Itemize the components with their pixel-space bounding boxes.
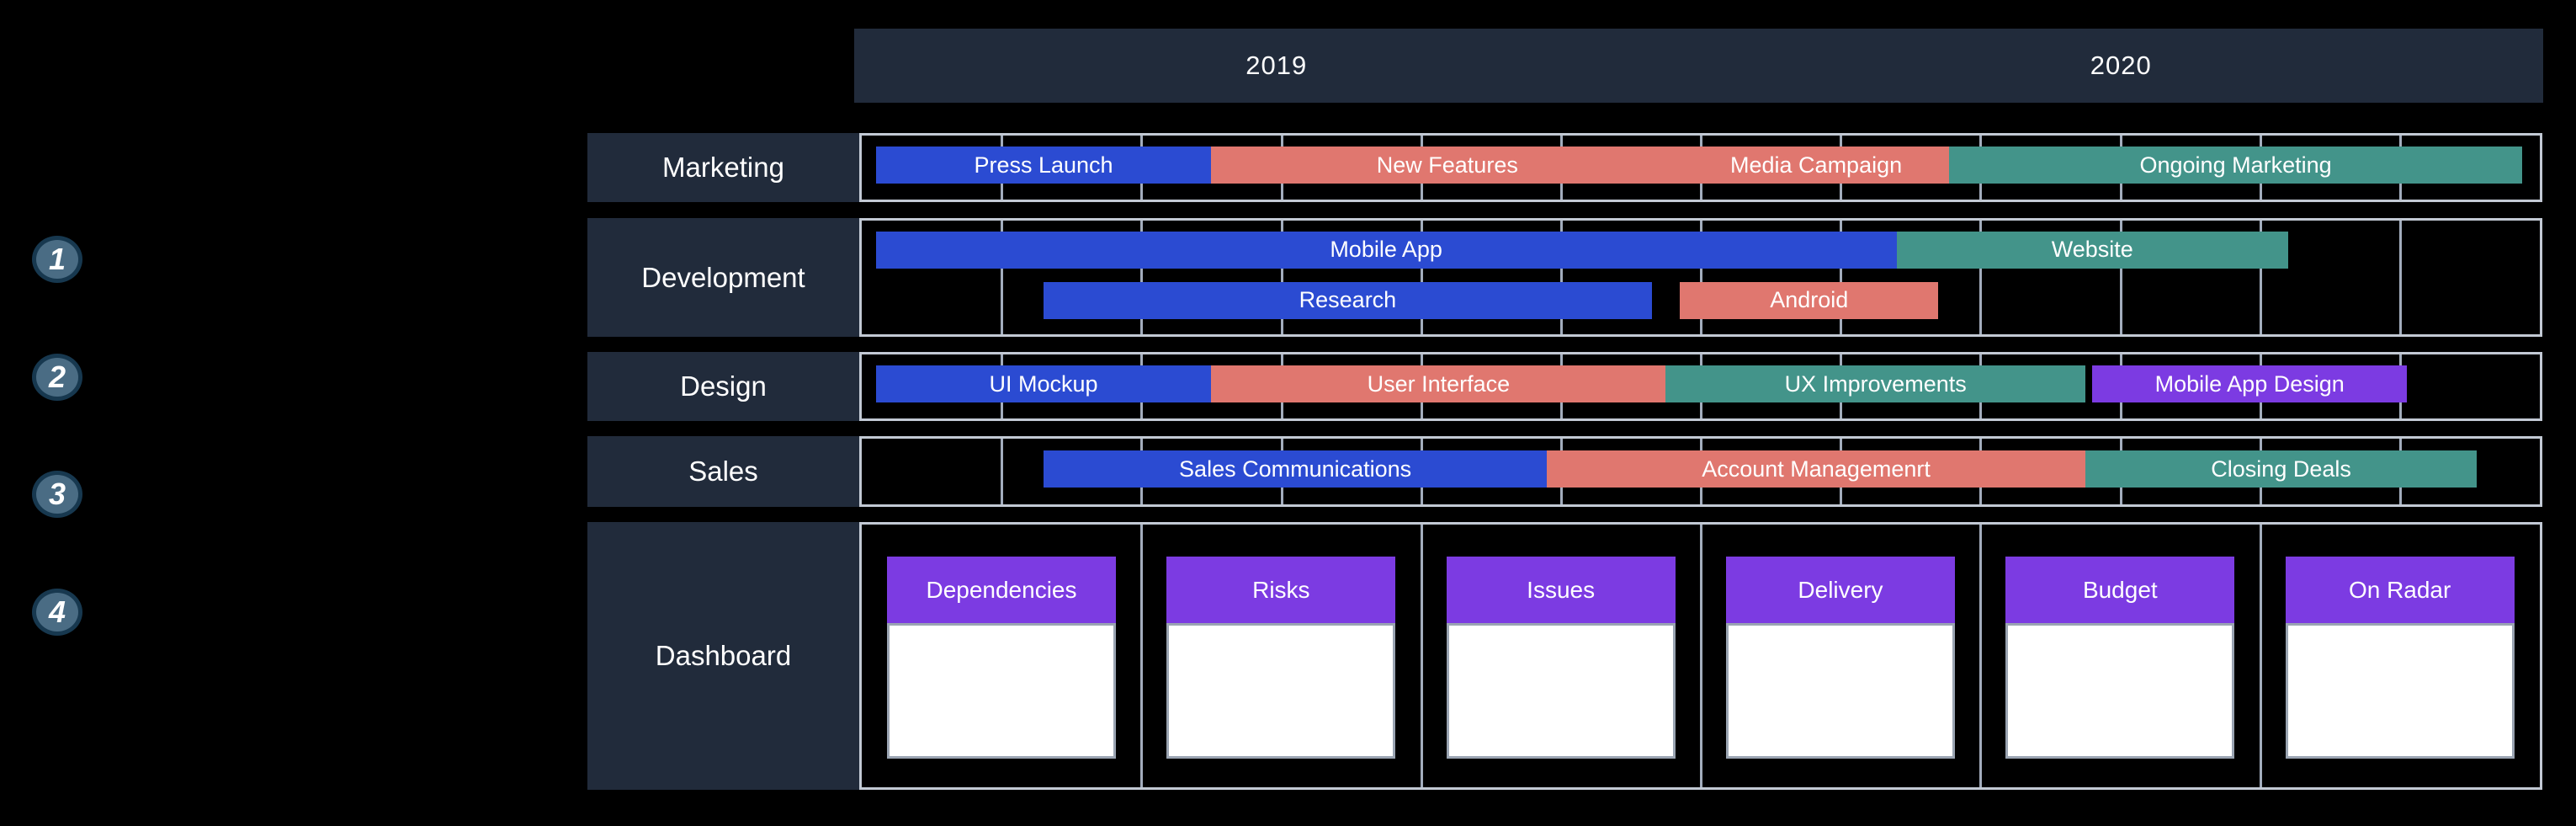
step-circle-1: 1 xyxy=(32,236,82,283)
dashboard-cell-divider xyxy=(1140,525,1144,787)
timeline-header: 2019 2020 xyxy=(854,29,2543,103)
dashboard-cell-divider xyxy=(1700,525,1702,787)
grid-column-line xyxy=(1700,221,1702,334)
dashboard-grid: Dependencies Risks Issues Delivery Budget On … xyxy=(859,522,2542,790)
step-circle-2: 2 xyxy=(32,354,82,401)
dashboard-card-on-radar[interactable]: On Radar xyxy=(2285,557,2515,759)
grid-column-line xyxy=(2398,221,2402,334)
card-body xyxy=(2005,623,2235,759)
row-label-dashboard: Dashboard xyxy=(587,522,859,790)
dashboard-cell-divider xyxy=(2259,525,2262,787)
gantt-bar-sales-communications[interactable]: Sales Communications xyxy=(1044,450,1548,488)
grid-column-line xyxy=(2119,221,2122,334)
card-body xyxy=(1725,623,1956,759)
dashboard-card-issues[interactable]: Issues xyxy=(1446,557,1676,759)
gantt-bar-website[interactable]: Website xyxy=(1896,231,2288,269)
row-dashboard: Dashboard Dependencies Risks Issues Deliver… xyxy=(587,522,2542,790)
gantt-bar-press-launch[interactable]: Press Launch xyxy=(875,147,1212,184)
gantt-bar-media-campaign[interactable]: Media Campaign xyxy=(1683,147,1949,184)
card-body xyxy=(1166,623,1396,759)
dashboard-cell-divider xyxy=(1979,525,1983,787)
gantt-bar-ongoing-marketing[interactable]: Ongoing Marketing xyxy=(1948,147,2523,184)
year-label-2019: 2019 xyxy=(1246,51,1308,80)
card-body xyxy=(886,623,1117,759)
step-circle-4: 4 xyxy=(32,589,82,636)
gantt-bar-research[interactable]: Research xyxy=(1044,281,1652,319)
gantt-bar-ui-mockup[interactable]: UI Mockup xyxy=(875,365,1212,402)
grid-column-line xyxy=(1140,221,1144,334)
step-circle-3: 3 xyxy=(32,471,82,518)
row-label-sales: Sales xyxy=(587,436,859,507)
gantt-bar-mobile-app[interactable]: Mobile App xyxy=(875,231,1897,269)
card-title: On Radar xyxy=(2285,557,2515,623)
dashboard-card-dependencies[interactable]: Dependencies xyxy=(886,557,1117,759)
dashboard-cell-divider xyxy=(1420,525,1423,787)
dashboard-card-budget[interactable]: Budget xyxy=(2005,557,2235,759)
row-label-design: Design xyxy=(587,352,859,421)
card-body xyxy=(2285,623,2515,759)
grid-column-line xyxy=(1001,221,1004,334)
gantt-bar-ux-improvements[interactable]: UX Improvements xyxy=(1665,365,2085,402)
gantt-bar-user-interface[interactable]: User Interface xyxy=(1211,365,1666,402)
grid-column-line xyxy=(1840,221,1843,334)
dashboard-card-risks[interactable]: Risks xyxy=(1166,557,1396,759)
gantt-bar-new-features[interactable]: New Features xyxy=(1211,147,1684,184)
gantt-bar-closing-deals[interactable]: Closing Deals xyxy=(2085,450,2478,488)
card-body xyxy=(1446,623,1676,759)
row-label-development: Development xyxy=(587,218,859,337)
card-title: Risks xyxy=(1166,557,1396,623)
gantt-bar-android[interactable]: Android xyxy=(1680,281,1939,319)
grid-column-line xyxy=(1280,221,1283,334)
gantt-bar-mobile-app-design[interactable]: Mobile App Design xyxy=(2092,365,2408,402)
grid-column-line xyxy=(1979,221,1983,334)
grid-column-line xyxy=(2259,221,2262,334)
card-title: Issues xyxy=(1446,557,1676,623)
card-title: Budget xyxy=(2005,557,2235,623)
grid-column-line xyxy=(1420,221,1423,334)
gantt-bar-account-managemenrt[interactable]: Account Managemenrt xyxy=(1547,450,2085,488)
grid-column-line xyxy=(1559,221,1563,334)
row-label-marketing: Marketing xyxy=(587,133,859,202)
card-title: Delivery xyxy=(1725,557,1956,623)
dashboard-card-delivery[interactable]: Delivery xyxy=(1725,557,1956,759)
card-title: Dependencies xyxy=(886,557,1117,623)
grid-column-line xyxy=(1001,439,1004,504)
year-label-2020: 2020 xyxy=(2090,51,2152,80)
